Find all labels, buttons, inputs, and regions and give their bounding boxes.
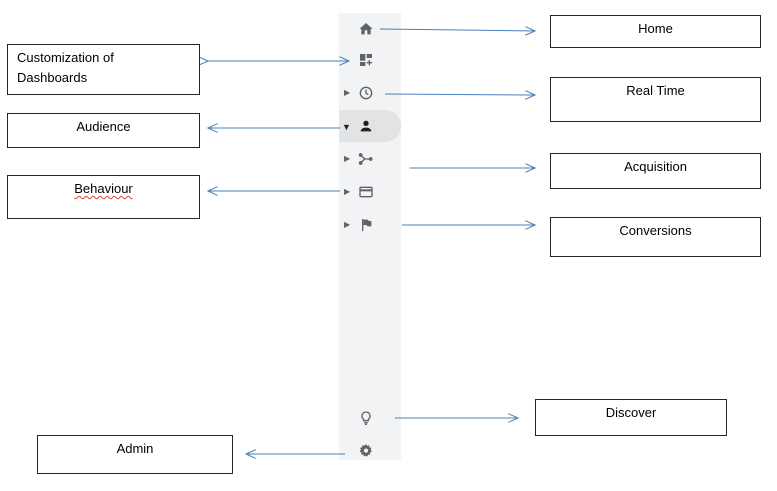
real-time-label: Real Time: [626, 83, 685, 98]
home-icon: [359, 23, 373, 35]
label-box-audience: Audience: [7, 113, 200, 148]
clock-icon: [359, 86, 373, 100]
customization-label: Customization of Dashboards: [17, 50, 114, 85]
nav-item-discover[interactable]: [339, 402, 401, 434]
label-box-conversions: Conversions: [550, 217, 761, 257]
expand-caret-icon[interactable]: ▶: [344, 154, 351, 163]
nav-item-real-time[interactable]: ▶: [339, 77, 401, 109]
label-box-home: Home: [550, 15, 761, 48]
label-box-behaviour: Behaviour: [7, 175, 200, 219]
expand-caret-icon[interactable]: ▶: [344, 220, 351, 229]
expand-caret-icon[interactable]: ▶: [344, 88, 351, 97]
label-box-acquisition: Acquisition: [550, 153, 761, 189]
nav-item-admin[interactable]: [339, 435, 401, 467]
nav-item-conversions[interactable]: ▶: [339, 209, 401, 241]
nav-rail: ▶ ▼ ▶ ▶ ▶: [339, 13, 401, 460]
acquisition-label: Acquisition: [624, 159, 687, 174]
flag-icon: [362, 219, 372, 231]
person-icon: [360, 120, 372, 132]
dashboard-add-icon: [360, 54, 372, 66]
nav-item-customization[interactable]: [339, 44, 401, 76]
acquisition-branch-icon: [358, 153, 373, 165]
discover-label: Discover: [605, 405, 657, 420]
label-box-discover: Discover: [535, 399, 727, 436]
label-box-real-time: Real Time: [550, 77, 761, 122]
behaviour-label: Behaviour: [74, 181, 133, 196]
audience-label: Audience: [76, 119, 131, 134]
conversions-label: Conversions: [619, 223, 692, 238]
nav-item-audience[interactable]: ▼: [339, 110, 401, 142]
lightbulb-icon: [361, 411, 371, 425]
nav-item-acquisition[interactable]: ▶: [339, 143, 401, 175]
arrow-real-time: [384, 94, 535, 95]
nav-item-home[interactable]: [339, 13, 401, 45]
nav-item-behaviour[interactable]: ▶: [339, 176, 401, 208]
gear-icon: [359, 444, 372, 457]
label-box-customization: Customization of Dashboards: [7, 44, 200, 95]
behaviour-card-icon: [359, 186, 373, 198]
home-label: Home: [638, 21, 673, 36]
arrow-home: [379, 29, 535, 31]
collapse-caret-icon[interactable]: ▼: [342, 122, 351, 132]
expand-caret-icon[interactable]: ▶: [344, 187, 351, 196]
label-box-admin: Admin: [37, 435, 233, 474]
admin-label: Admin: [116, 441, 154, 456]
